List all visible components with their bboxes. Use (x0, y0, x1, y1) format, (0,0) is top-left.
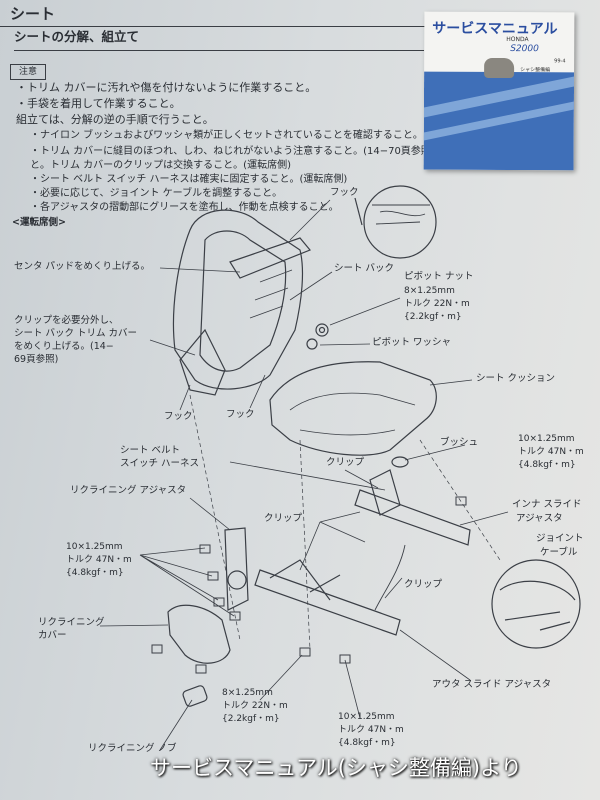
label-joint-cable-2: ケーブル (540, 547, 578, 558)
note-line-2: ・手袋を着用して作業すること。 (16, 97, 181, 110)
seat-back-outline (172, 209, 304, 390)
label-outer-slide: アウタ スライド アジャスタ (432, 679, 552, 690)
car-illustration (484, 57, 515, 79)
label-center-pad: センタ パッドをめくり上げる。 (14, 261, 151, 272)
label-pivot-nut: ピボット ナット (404, 271, 474, 282)
side-label: <運転席側> (12, 217, 66, 228)
photo-caption: サービスマニュアル(シャシ整備編)より (150, 756, 522, 780)
label-hook-mid: フック (226, 409, 255, 420)
seat-cushion-outline (269, 361, 437, 456)
section-rule (0, 26, 430, 27)
label-clip-note-4: 69頁参照) (14, 354, 59, 365)
joint-cable-detail (491, 559, 581, 649)
label-recliner-cover-2: カバー (38, 630, 67, 641)
label-bolt-bottom-size: 10×1.25mm (338, 712, 395, 722)
label-bolt-left-size: 10×1.25mm (66, 542, 123, 552)
recliner-cover (167, 604, 231, 664)
label-clip-note-3: をめくり上げる。(14− (14, 341, 114, 352)
label-joint-cable-1: ジョイント (536, 533, 584, 544)
label-bolt-right-kgf: {4.8kgf・m} (518, 460, 576, 470)
label-bolt-left-torque: トルク 47N・m (66, 555, 132, 565)
outer-slide-adjuster (254, 569, 401, 636)
section-title: シート (10, 5, 56, 23)
label-recliner-adjuster: リクライニング アジャスタ (70, 485, 187, 496)
cover-edition: 99-4 (554, 58, 566, 65)
cover-brand: HONDA (506, 36, 529, 44)
note-box: 注意 (10, 64, 46, 80)
label-clip-a: クリップ (326, 457, 365, 468)
cover-model: S2000 (510, 44, 539, 55)
hook-detail-circle (363, 185, 437, 259)
note-line-7: ・シート ベルト スイッチ ハーネスは確実に固定すること。(運転席側) (30, 174, 348, 185)
note-line-4: ・ナイロン ブッシュおよびワッシャ類が正しくセットされていることを確認すること。… (30, 130, 503, 141)
label-pivot-nut-size: 8×1.25mm (404, 286, 455, 296)
label-pivot-nut-kgf: {2.2kgf・m} (404, 312, 462, 322)
subsection-title: シートの分解、組立て (14, 29, 140, 44)
label-clip-note-2: シート バック トリム カバー (14, 328, 138, 339)
label-recliner-cover-1: リクライニング (38, 617, 105, 628)
label-pivot-washer: ピボット ワッシャ (372, 337, 452, 348)
center-pad (229, 237, 311, 279)
label-inner-slide-2: アジャスタ (516, 513, 563, 524)
recliner-knob (182, 685, 208, 707)
label-recliner-knob: リクライニング ノブ (88, 743, 177, 754)
note-line-1: ・トリム カバーに汚れや傷を付けないように作業すること。 (16, 81, 317, 94)
recliner-adjuster (224, 527, 249, 611)
subsection-rule (14, 50, 424, 51)
label-belt-harness-1: シート ベルト (120, 445, 181, 456)
label-clip-note-1: クリップを必要分外し、 (14, 315, 119, 326)
label-hook-left: フック (164, 411, 193, 422)
bolts (151, 496, 467, 674)
note-line-3: 組立ては、分解の逆の手順で行うこと。 (16, 113, 214, 126)
label-bolt-right-torque: トルク 47N・m (518, 447, 584, 457)
note-line-5: ・トリム カバーに縫目のほつれ、しわ、ねじれがないよう注意すること。(14−70… (30, 146, 435, 157)
label-bolt-mid-kgf: {2.2kgf・m} (222, 714, 280, 724)
label-bolt-mid-torque: トルク 22N・m (222, 701, 288, 711)
cover-title: サービスマニュアル (432, 20, 558, 38)
label-seat-cushion: シート クッション (476, 373, 556, 384)
label-bushing: ブッシュ (440, 437, 479, 448)
manual-cover-photo: サービスマニュアル HONDA S2000 99-4 シャシ整備編 (423, 11, 575, 171)
label-bolt-mid-size: 8×1.25mm (222, 688, 273, 698)
seat-back-side (179, 328, 226, 396)
label-belt-harness-2: スイッチ ハーネス (120, 458, 200, 469)
label-bolt-right-size: 10×1.25mm (518, 434, 575, 444)
seat-back-inner (199, 230, 287, 372)
label-bolt-left-kgf: {4.8kgf・m} (66, 568, 124, 578)
note-line-6: と。トリム カバーのクリップは交換すること。(運転席側) (30, 160, 291, 171)
label-bolt-bottom-torque: トルク 47N・m (338, 725, 404, 735)
inner-slide-adjuster (354, 489, 471, 546)
note-line-9: ・各アジャスタの摺動部にグリースを塗布し、作動を点検すること。 (30, 202, 339, 213)
label-clip-b: クリップ (264, 513, 303, 524)
note-line-8: ・必要に応じて、ジョイント ケーブルを調整すること。 (30, 188, 283, 199)
label-inner-slide-1: インナ スライド (512, 499, 582, 510)
label-bolt-bottom-kgf: {4.8kgf・m} (338, 738, 396, 748)
label-seat-back: シート バック (334, 263, 395, 274)
label-hook-top: フック (330, 187, 359, 198)
label-pivot-nut-torque: トルク 22N・m (404, 299, 470, 309)
label-clip-c: クリップ (404, 579, 443, 590)
